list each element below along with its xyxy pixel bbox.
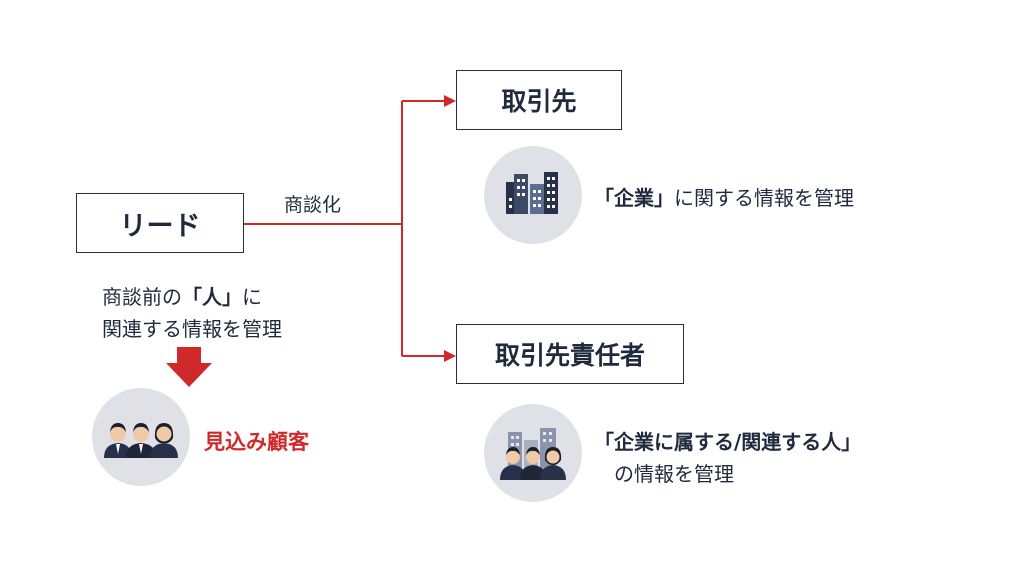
lead-desc-pre: 商談前の	[102, 285, 182, 309]
arrowhead-account	[444, 95, 456, 107]
down-arrow-icon	[166, 347, 212, 387]
edge-label: 商談化	[284, 194, 342, 216]
account-building-circle	[484, 146, 582, 244]
lead-desc-emph: 「人」	[182, 285, 242, 309]
lead-title: リード	[119, 210, 201, 242]
lead-description-line1: 商談前の「人」に	[102, 281, 262, 310]
lead-desc-post: に	[242, 285, 262, 309]
building-icon	[506, 172, 558, 214]
people-icon	[104, 423, 178, 458]
contact-title: 取引先責任者	[494, 341, 645, 370]
account-title: 取引先	[501, 87, 577, 116]
lead-box: リード	[76, 193, 244, 253]
contact-box: 取引先責任者	[456, 324, 684, 384]
contact-people-circle	[484, 404, 582, 502]
account-description: 「企業」に関する情報を管理	[594, 182, 854, 211]
lead-result-label: 見込み顧客	[204, 430, 309, 454]
arrowhead-contact	[444, 350, 456, 362]
contact-description-line1: 「企業に属する/関連する人」	[594, 430, 862, 454]
contact-description-line2: の情報を管理	[614, 462, 734, 486]
lead-description-line2: 関連する情報を管理	[102, 317, 282, 341]
account-desc-rest: に関する情報を管理	[674, 186, 854, 210]
account-desc-emph: 「企業」	[594, 186, 674, 210]
people-with-buildings-icon	[500, 428, 566, 480]
account-box: 取引先	[456, 70, 622, 130]
lead-people-circle	[92, 388, 190, 486]
